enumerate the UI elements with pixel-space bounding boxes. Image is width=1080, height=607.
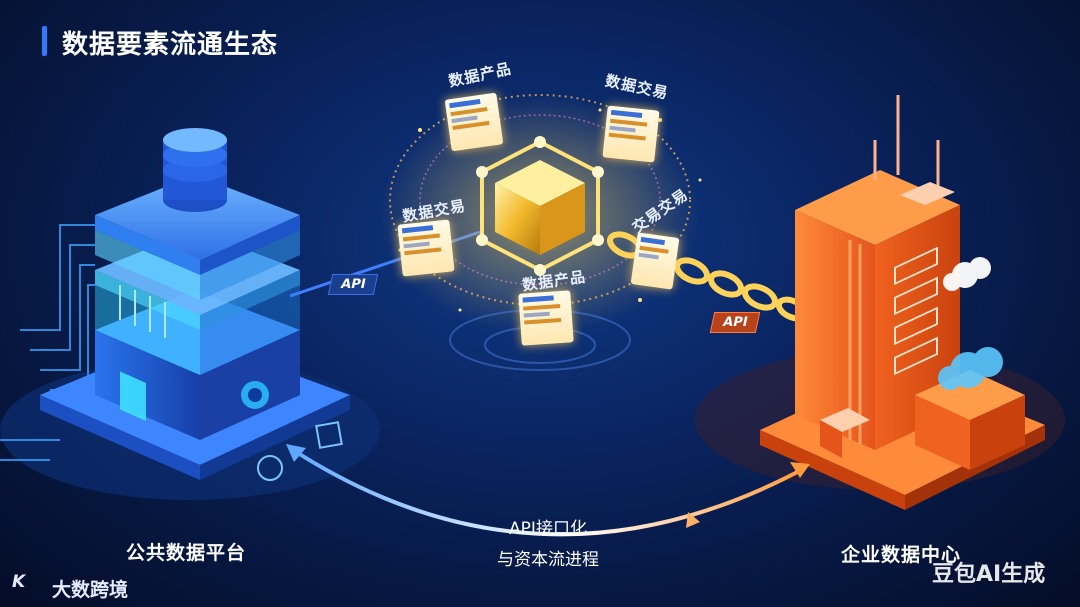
label-public-data-platform: 公共数据平台 <box>126 538 246 565</box>
data-card <box>518 290 574 346</box>
enterprise-data-center-building <box>760 95 1045 510</box>
brand-logo-mark: K <box>12 572 25 592</box>
ai-watermark: 豆包AI生成 <box>932 556 1045 588</box>
center-text-line1: API接口化 <box>448 514 648 539</box>
data-card <box>631 232 680 289</box>
public-data-platform-building <box>40 128 350 480</box>
api-tag-left: API <box>328 274 379 295</box>
data-card <box>602 105 659 162</box>
data-card <box>397 219 454 276</box>
api-tag-right: API <box>710 312 761 333</box>
center-text-line2: 与资本流进程 <box>448 545 648 570</box>
data-card <box>445 93 504 152</box>
brand-logo-text: 大数跨境 <box>52 575 128 602</box>
